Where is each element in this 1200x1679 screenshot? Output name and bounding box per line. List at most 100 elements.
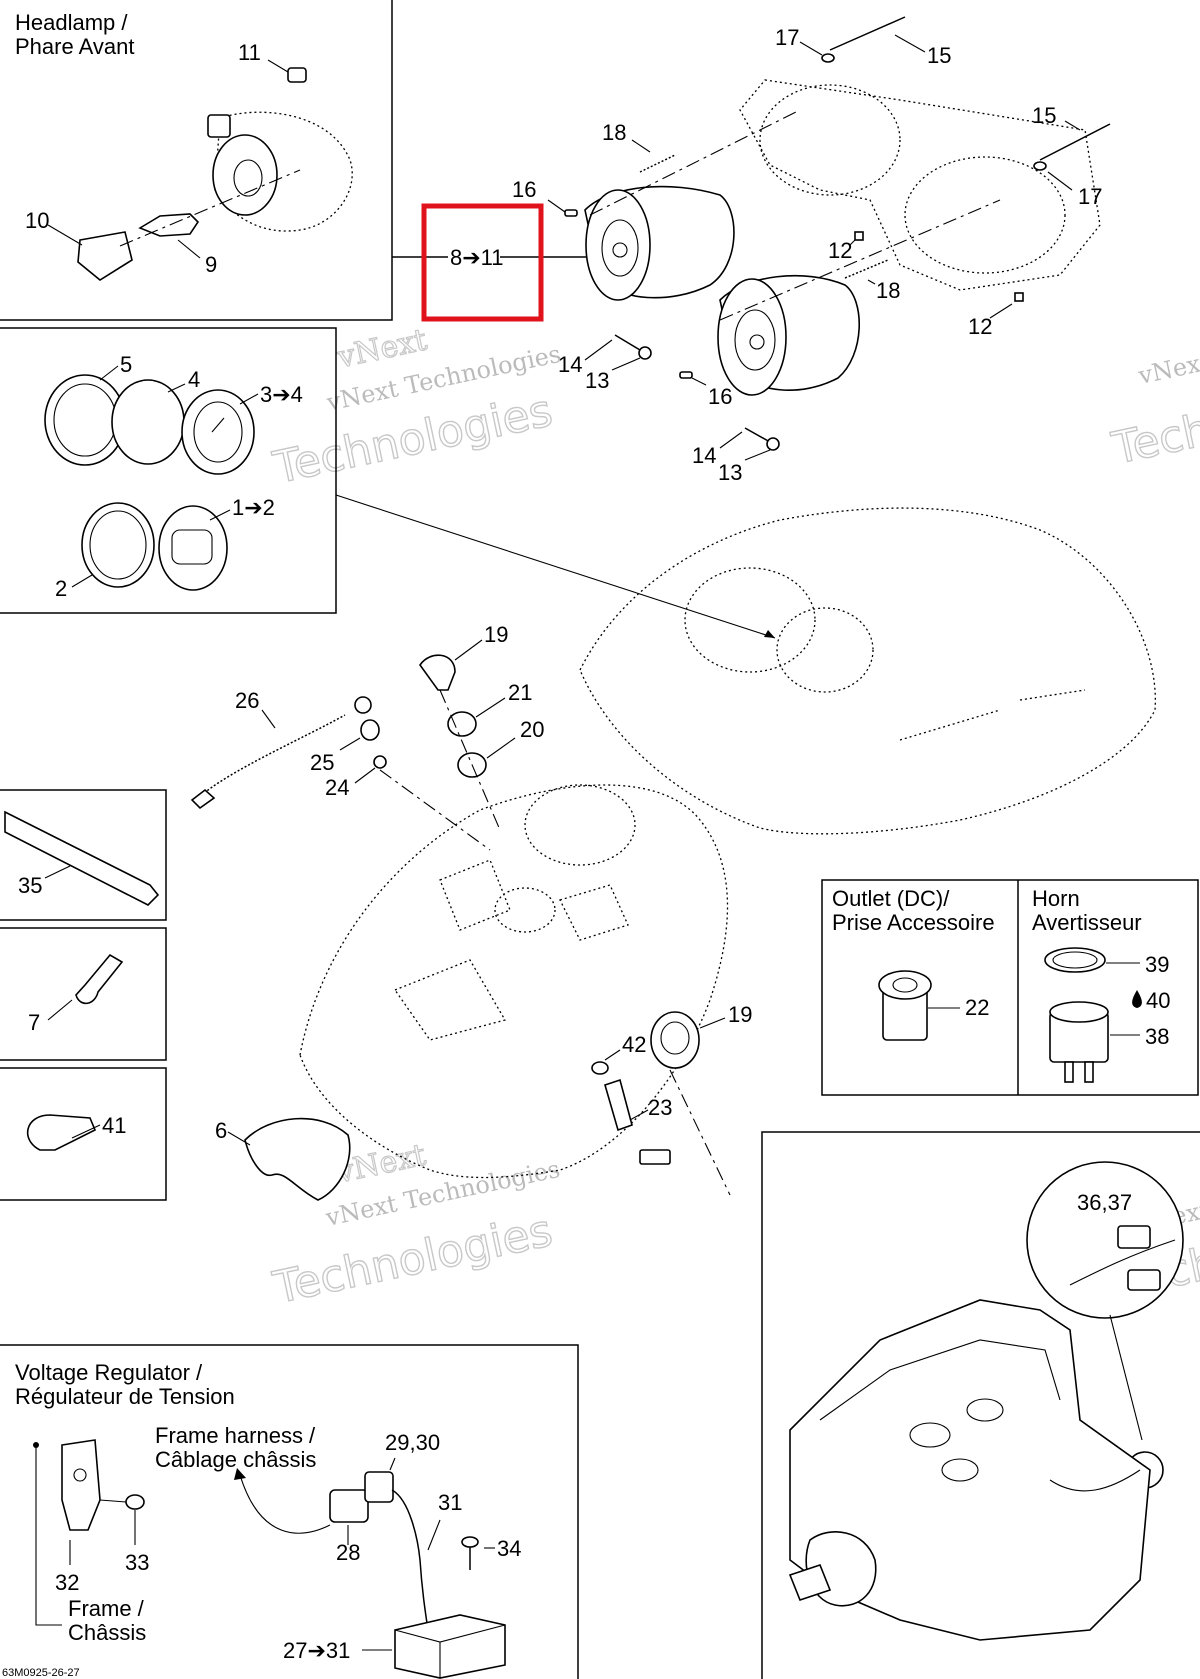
frame-title-en: Frame /	[68, 1596, 145, 1621]
callout-c2: 2	[55, 576, 67, 601]
headlamp-reflector	[212, 134, 278, 216]
part-21-grommet: 21	[447, 680, 532, 737]
part-7-panel: 7	[0, 927, 167, 1061]
callout-c9: 9	[205, 252, 217, 277]
console	[299, 784, 729, 1179]
callout-c21: 21	[508, 680, 532, 705]
callout-c12b: 12	[968, 314, 992, 339]
part-4-lens	[111, 379, 185, 465]
callout-c3_4: 3➔4	[260, 382, 303, 407]
horn-title-fr: Avertisseur	[1032, 910, 1142, 935]
callout-c35: 35	[18, 873, 42, 898]
callout-c12a: 12	[828, 238, 852, 263]
headlamp-housing	[214, 111, 353, 232]
horn-title-en: Horn	[1032, 886, 1080, 911]
callout-c5: 5	[120, 352, 132, 377]
part-7-clip	[75, 953, 124, 1005]
callout-c8_11: 8➔11	[450, 245, 504, 270]
regulator-title-en: Voltage Regulator /	[15, 1360, 203, 1385]
callout-c16b: 16	[708, 384, 732, 409]
part-9-bulb	[138, 213, 200, 237]
callout-c18a: 18	[602, 120, 626, 145]
cockpit-outline	[579, 507, 1156, 835]
part-41-tie	[26, 1114, 97, 1151]
callout-c11a: 11	[238, 40, 261, 65]
callout-c20: 20	[520, 717, 544, 742]
outlet-title-en: Outlet (DC)/	[832, 886, 950, 911]
callout-c38: 38	[1145, 1024, 1169, 1049]
callout-c29_30: 29,30	[385, 1430, 440, 1455]
callout-c36_37: 36,37	[1077, 1190, 1132, 1215]
part-35-tube	[4, 810, 160, 906]
callout-8-11: 8➔11	[392, 203, 598, 322]
connector-detail-circle	[1026, 1161, 1184, 1319]
part-42-washer: 42	[591, 1032, 646, 1075]
callout-c14b: 14	[692, 443, 716, 468]
gauge-panel: 5 4 3➔4 2 1➔2	[0, 327, 776, 639]
callout-c16a: 16	[512, 177, 536, 202]
watermark-right-top: vNext Technologies	[1107, 347, 1200, 475]
part-11-connector	[287, 67, 307, 83]
callout-c31: 31	[438, 1490, 462, 1515]
callout-c19b: 19	[728, 1002, 752, 1027]
part-26-tether: 26	[190, 688, 372, 810]
cockpit-hood	[579, 507, 1156, 835]
outlet-horn-panel: Outlet (DC)/ Prise Accessoire Horn Avert…	[821, 879, 1199, 1096]
part-3-gauge	[181, 389, 255, 475]
callout-c34: 34	[497, 1536, 521, 1561]
callout-c13b: 13	[718, 460, 742, 485]
callout-c39: 39	[1145, 952, 1169, 977]
callout-c26: 26	[235, 688, 259, 713]
callout-c33: 33	[125, 1550, 149, 1575]
part-23-sensor: 23	[604, 1078, 672, 1165]
part-19-switch: 19	[650, 1002, 752, 1196]
watermark-text: Technologies	[269, 1205, 557, 1314]
watermark-text: vNext	[1135, 347, 1200, 390]
callout-c19a: 19	[484, 622, 508, 647]
headlamp-panel: Headlamp / Phare Avant 11 9 10	[0, 0, 393, 321]
part-6-shield: 6	[215, 1117, 351, 1201]
headlamp-title-fr: Phare Avant	[15, 34, 134, 59]
watermark-text: Technologies	[269, 385, 557, 494]
footer-code: 63M0925-26-27	[2, 1667, 80, 1679]
regulator-title-fr: Régulateur de Tension	[15, 1384, 235, 1409]
harness-title-en: Frame harness /	[155, 1423, 316, 1448]
part-1-display	[158, 505, 228, 591]
part-19-key: 19	[419, 622, 508, 691]
part-24-nut: 24	[325, 755, 387, 800]
callout-c27_31: 27➔31	[283, 1638, 350, 1663]
frame-title-fr: Châssis	[68, 1620, 146, 1645]
callout-c6: 6	[215, 1118, 227, 1143]
callout-c32: 32	[55, 1570, 79, 1595]
watermark-text: vNext	[334, 322, 430, 375]
headlamp-title-en: Headlamp /	[15, 10, 128, 35]
engine-panel: 36,37	[761, 1131, 1200, 1679]
headlamp-unit-upper-face	[585, 189, 651, 301]
callout-c40: 40	[1146, 988, 1170, 1013]
part-27-regulator	[394, 1614, 506, 1679]
callout-c10: 10	[25, 208, 49, 233]
callout-c14a: 14	[558, 352, 582, 377]
part-28-connector	[329, 1489, 369, 1523]
callout-c4: 4	[188, 367, 200, 392]
highlight-box	[421, 203, 544, 322]
callout-c23: 23	[648, 1095, 672, 1120]
part-10-clip	[77, 231, 133, 281]
outlet-title-fr: Prise Accessoire	[832, 910, 995, 935]
harness-title-fr: Câblage châssis	[155, 1447, 316, 1472]
callout-c15b: 15	[1032, 103, 1056, 128]
callout-c18b: 18	[876, 278, 900, 303]
callout-c42: 42	[622, 1032, 646, 1057]
lubricant-drop-icon	[1132, 990, 1142, 1008]
callout-c24: 24	[325, 775, 349, 800]
callout-c25: 25	[310, 750, 334, 775]
callout-c17b: 17	[1078, 184, 1102, 209]
callout-c7: 7	[28, 1010, 40, 1035]
voltage-regulator-panel: Voltage Regulator / Régulateur de Tensio…	[0, 1344, 579, 1679]
headlamp-assembly: 15 15 17 17 18 18 12 12	[512, 16, 1111, 485]
callout-c41: 41	[102, 1113, 126, 1138]
callout-c1_2: 1➔2	[232, 495, 275, 520]
callout-c28: 28	[336, 1540, 360, 1565]
part-25-cap: 25	[310, 719, 380, 775]
